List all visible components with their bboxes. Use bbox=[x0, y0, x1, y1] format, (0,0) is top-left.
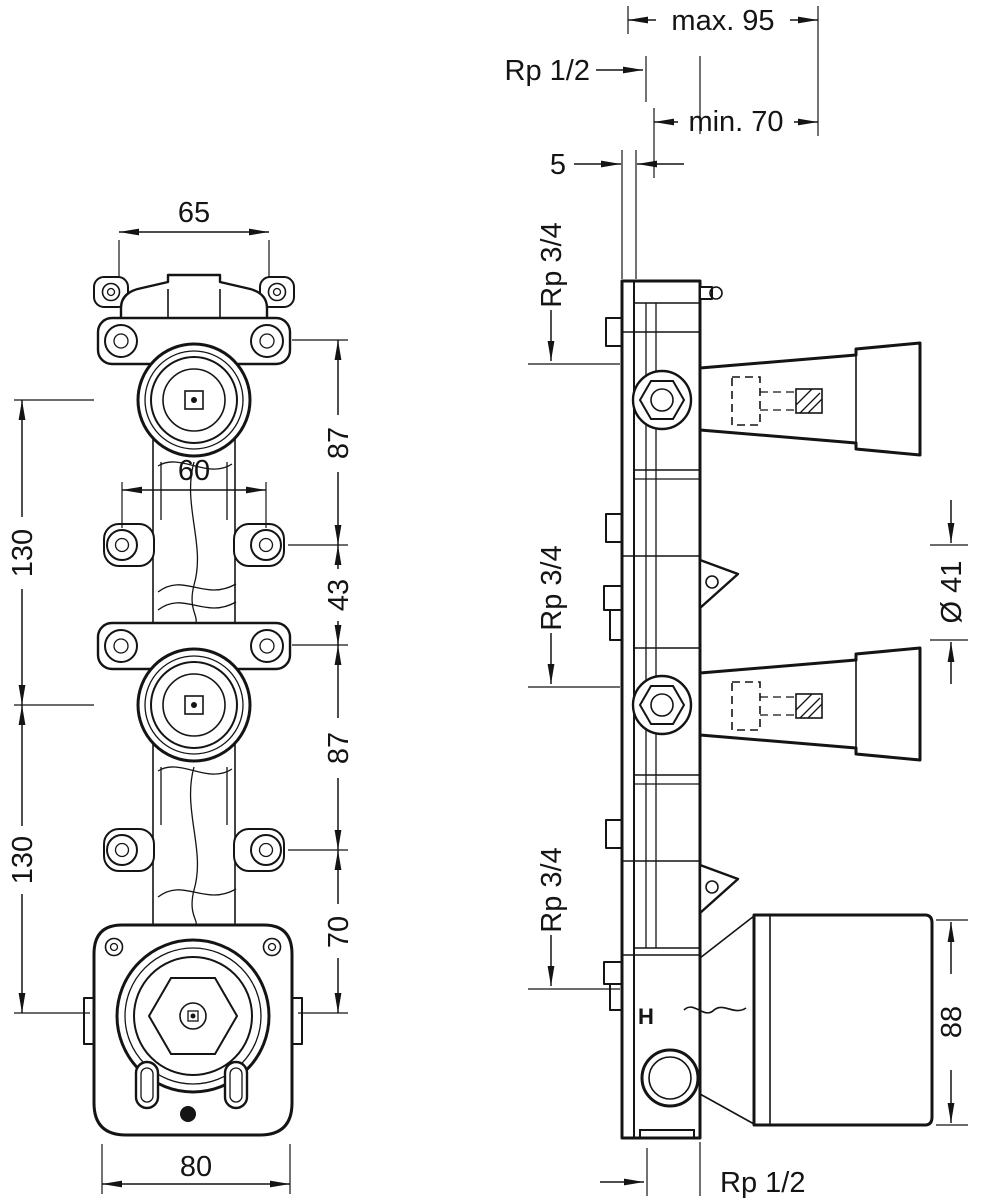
front-hex-nut bbox=[147, 977, 239, 1055]
side-bottom-port-circle bbox=[640, 1048, 700, 1108]
dim-label-min-depth: min. 70 bbox=[688, 106, 783, 138]
side-port-middle bbox=[631, 674, 693, 736]
side-bottom-box bbox=[752, 913, 934, 1127]
side-gusset-bottom bbox=[698, 863, 740, 915]
side-gusset-top bbox=[698, 558, 740, 610]
front-slot-right bbox=[223, 1060, 249, 1110]
dim-label-holes: 60 bbox=[178, 455, 210, 487]
side-spout-screw bbox=[795, 388, 823, 414]
dim-label-88: 88 bbox=[936, 1006, 968, 1038]
side-port-top bbox=[631, 369, 693, 431]
dim-label-70: 70 bbox=[323, 916, 355, 948]
side-spout-screw bbox=[795, 693, 823, 719]
dim-label-width-top: 65 bbox=[178, 197, 210, 229]
front-top-ear-left bbox=[93, 276, 129, 308]
dim-label-87-bottom: 87 bbox=[323, 732, 355, 764]
side-view: H max. 95 bbox=[505, 5, 968, 1199]
front-bottom-unit bbox=[83, 923, 303, 1137]
brand-logo-mark: H bbox=[638, 1004, 654, 1029]
dim-label-rp34-bottom: Rp 3/4 bbox=[536, 847, 568, 932]
side-dimensions: max. 95 Rp 1/2 min. 70 5 Rp 3/4 bbox=[505, 5, 968, 1199]
front-valve-middle bbox=[136, 647, 252, 763]
dim-label-rp34-top: Rp 3/4 bbox=[536, 222, 568, 307]
dim-label-plate: 5 bbox=[550, 149, 566, 181]
side-spout-middle bbox=[698, 646, 922, 762]
dim-label-rp34-middle: Rp 3/4 bbox=[536, 545, 568, 630]
dim-label-130-bottom: 130 bbox=[7, 836, 39, 884]
side-spout-top bbox=[698, 341, 922, 457]
front-top-bracket bbox=[119, 273, 269, 326]
front-slot-left bbox=[134, 1060, 160, 1110]
dim-label-diameter: Ø 41 bbox=[936, 561, 968, 624]
dim-label-rp12-top: Rp 1/2 bbox=[505, 55, 590, 87]
front-view: 65 60 87 43 87 70 bbox=[7, 197, 355, 1194]
dim-label-130-top: 130 bbox=[7, 529, 39, 577]
front-body bbox=[83, 273, 303, 1137]
dim-label-rp12-bottom: Rp 1/2 bbox=[720, 1167, 805, 1199]
side-body: H bbox=[603, 279, 934, 1140]
front-valve-top bbox=[136, 342, 252, 458]
front-top-ear-right bbox=[259, 276, 295, 308]
brand-script-mark bbox=[683, 1006, 747, 1014]
side-top-screw bbox=[699, 286, 713, 300]
dim-label-width-bottom: 80 bbox=[180, 1151, 212, 1183]
dim-label-max-depth: max. 95 bbox=[671, 5, 774, 37]
front-dimensions: 65 60 87 43 87 70 bbox=[7, 197, 355, 1194]
dim-label-43: 43 bbox=[323, 579, 355, 611]
dim-label-87-top: 87 bbox=[323, 427, 355, 459]
